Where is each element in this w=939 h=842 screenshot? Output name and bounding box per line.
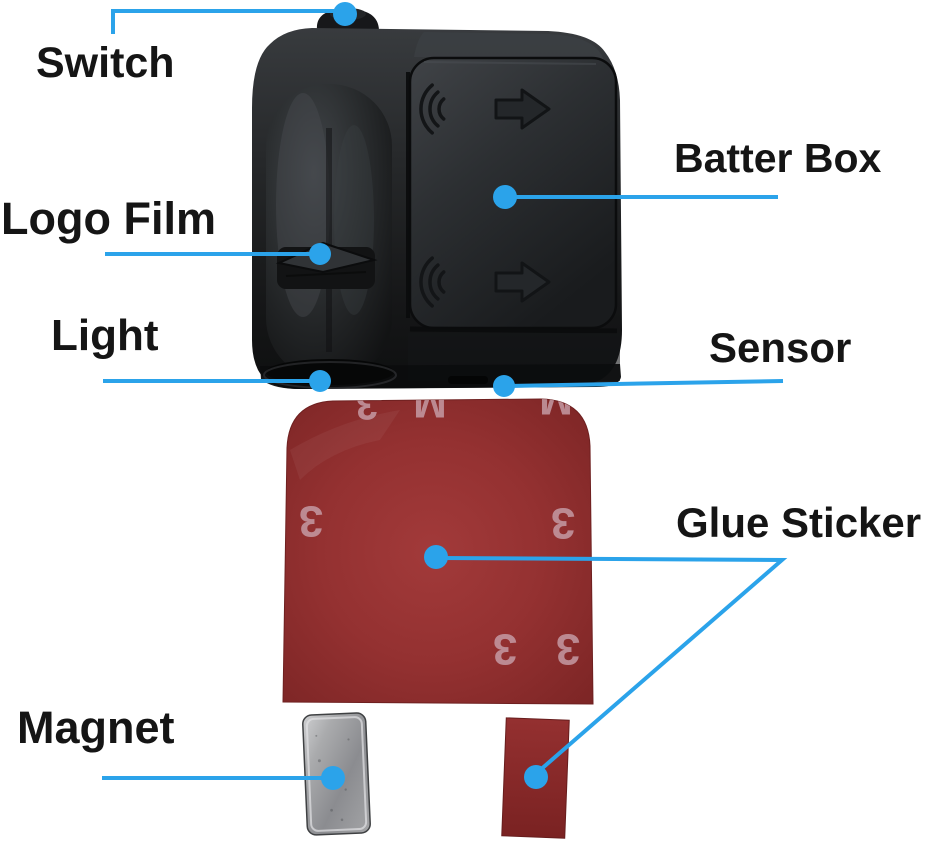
sound-wave-marks-top [419,83,446,135]
light-opening-rim [263,361,397,389]
logo-film-point-dot [309,243,331,265]
magnet-inner-edge [305,716,368,832]
light-label: Light [51,311,159,360]
batter-box-point-dot [493,185,517,209]
batter-box-label: Batter Box [674,135,882,181]
sticker-3m-marking: 3 [551,499,575,548]
glue-sticker-large: 3 M M 3 3 3 3 [282,378,594,705]
device-top-face [414,32,604,60]
logo-film-label: Logo Film [1,193,216,244]
sound-wave-marks-bottom [419,256,446,308]
glue-sticker-large-point-dot [424,545,448,569]
glue-sticker-sheen [290,410,400,480]
logo-film-slot-line [285,271,367,277]
sensor-leader-line [505,379,784,388]
sensor-label: Sensor [709,324,852,371]
arrow-icon-bottom [494,261,551,303]
switch-label: Switch [36,39,175,87]
light-point-dot [309,370,331,392]
battery-door-seam-bottom [409,326,618,334]
glue-sticker-leader-line [438,556,788,773]
glue-sticker-label: Glue Sticker [676,499,922,546]
magnet-speckles [315,734,350,822]
light-opening [266,359,394,385]
sticker-3m-marking: 3 [299,497,323,546]
magnet-label: Magnet [17,702,175,753]
sticker-3m-marking: M [413,381,446,425]
sensor-slot [448,376,488,384]
magnet-point-dot [321,766,345,790]
sticker-3m-marking: 3 [493,625,517,674]
switch-leader-line [111,9,341,34]
sticker-3m-marking: M [539,378,572,422]
sensor-point-dot [493,375,515,397]
sticker-3m-markings: 3 M M 3 3 3 3 [299,378,580,674]
sticker-3m-marking: 3 [356,383,378,427]
glue-sticker-small-point-dot [524,765,548,789]
switch-point-dot [333,2,357,26]
sticker-3m-marking: 3 [556,625,580,674]
arrow-icon-top [494,88,551,130]
battery-door-top-highlight [423,61,597,65]
